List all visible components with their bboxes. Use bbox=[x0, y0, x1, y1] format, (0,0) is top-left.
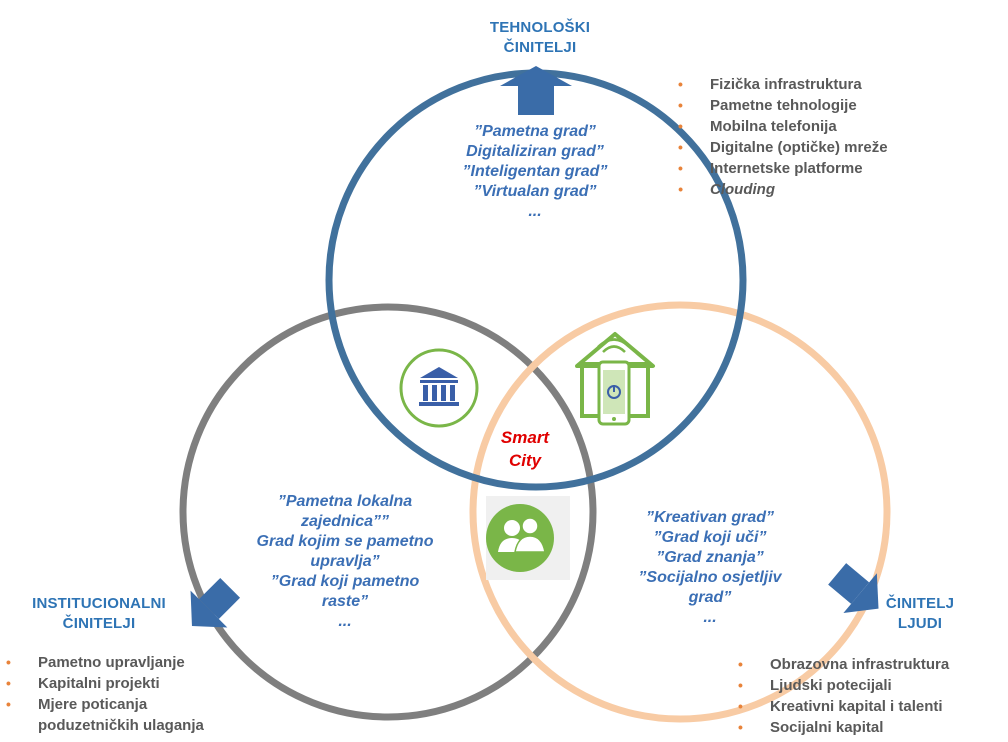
people-title-line1: ČINITELJ bbox=[885, 595, 955, 612]
inst-term: ”Pametna lokalna bbox=[277, 493, 413, 510]
tech-term: ”Virtualan grad” bbox=[473, 183, 597, 200]
people-term: ”Grad znanja” bbox=[656, 549, 764, 566]
list-item: Pametno upravljanje bbox=[6, 652, 298, 673]
inst-term: raste” bbox=[321, 593, 369, 610]
people-title: ČINITELJ LJUDI bbox=[860, 594, 980, 634]
list-item: Obrazovna infrastruktura bbox=[738, 654, 1006, 675]
list-item: Socijalni kapital bbox=[738, 717, 1006, 738]
inst-terms: ”Pametna lokalna zajednica”” Grad kojim … bbox=[210, 492, 480, 632]
institution-building-icon bbox=[399, 348, 479, 428]
people-group-icon bbox=[486, 496, 570, 580]
people-term: ”Grad koji uči” bbox=[653, 529, 767, 546]
list-item: Internetske platforme bbox=[678, 158, 1000, 179]
tech-term: ... bbox=[528, 203, 542, 220]
people-title-line2: LJUDI bbox=[897, 615, 943, 632]
smart-city-line1: Smart bbox=[500, 428, 550, 447]
tech-bullet-list: Fizička infrastruktura Pametne tehnologi… bbox=[678, 74, 1000, 200]
tech-arrow-up-icon bbox=[500, 66, 572, 115]
inst-title-line1: INSTITUCIONALNI bbox=[32, 595, 166, 612]
people-term: grad” bbox=[688, 589, 732, 606]
smart-city-line2: City bbox=[508, 451, 542, 470]
people-arrow-icon bbox=[828, 563, 879, 614]
inst-term: upravlja” bbox=[310, 553, 380, 570]
inst-term: ... bbox=[338, 613, 352, 630]
inst-arrow-icon bbox=[190, 577, 241, 628]
list-item: Kapitalni projekti bbox=[6, 673, 298, 694]
list-item: Mjere poticanja bbox=[6, 694, 298, 715]
list-item: Ljudski potecijali bbox=[738, 675, 1006, 696]
inst-title-line2: ČINITELJI bbox=[62, 615, 136, 632]
people-term: ... bbox=[703, 609, 717, 626]
inst-term: ”Grad koji pametno bbox=[270, 573, 420, 590]
list-item: Fizička infrastruktura bbox=[678, 74, 1000, 95]
institutional-circle bbox=[179, 303, 597, 721]
list-item: Digitalne (optičke) mreže bbox=[678, 137, 1000, 158]
tech-term: ”Pametna grad” bbox=[474, 123, 596, 140]
smart-home-phone-icon bbox=[575, 332, 655, 426]
people-circle bbox=[469, 301, 891, 723]
tech-title-line2: ČINITELJI bbox=[503, 39, 577, 56]
list-item: Mobilna telefonija bbox=[678, 116, 1000, 137]
people-term: ”Socijalno osjetljiv bbox=[638, 569, 782, 586]
inst-bullet-list: Pametno upravljanje Kapitalni projekti M… bbox=[6, 652, 298, 736]
people-terms: ”Kreativan grad” ”Grad koji uči” ”Grad z… bbox=[600, 508, 820, 628]
people-term: ”Kreativan grad” bbox=[645, 509, 775, 526]
tech-title: TEHNOLOŠKI ČINITELJI bbox=[440, 18, 640, 58]
list-item: poduzetničkih ulaganja bbox=[38, 717, 204, 734]
inst-title: INSTITUCIONALNI ČINITELJI bbox=[4, 594, 194, 634]
smart-city-label: Smart City bbox=[480, 426, 570, 472]
list-item: Kreativni kapital i talenti bbox=[738, 696, 1006, 717]
list-item: Clouding bbox=[678, 179, 1000, 200]
inst-term: Grad kojim se pametno bbox=[256, 533, 434, 550]
tech-term: Digitaliziran grad” bbox=[466, 143, 604, 160]
tech-terms: ”Pametna grad” Digitaliziran grad” ”Inte… bbox=[420, 122, 650, 222]
tech-title-line1: TEHNOLOŠKI bbox=[489, 19, 591, 36]
inst-term: zajednica”” bbox=[300, 513, 390, 530]
list-item: Pametne tehnologije bbox=[678, 95, 1000, 116]
people-bullet-list: Obrazovna infrastruktura Ljudski potecij… bbox=[738, 654, 1006, 738]
tech-term: ”Inteligentan grad” bbox=[462, 163, 608, 180]
